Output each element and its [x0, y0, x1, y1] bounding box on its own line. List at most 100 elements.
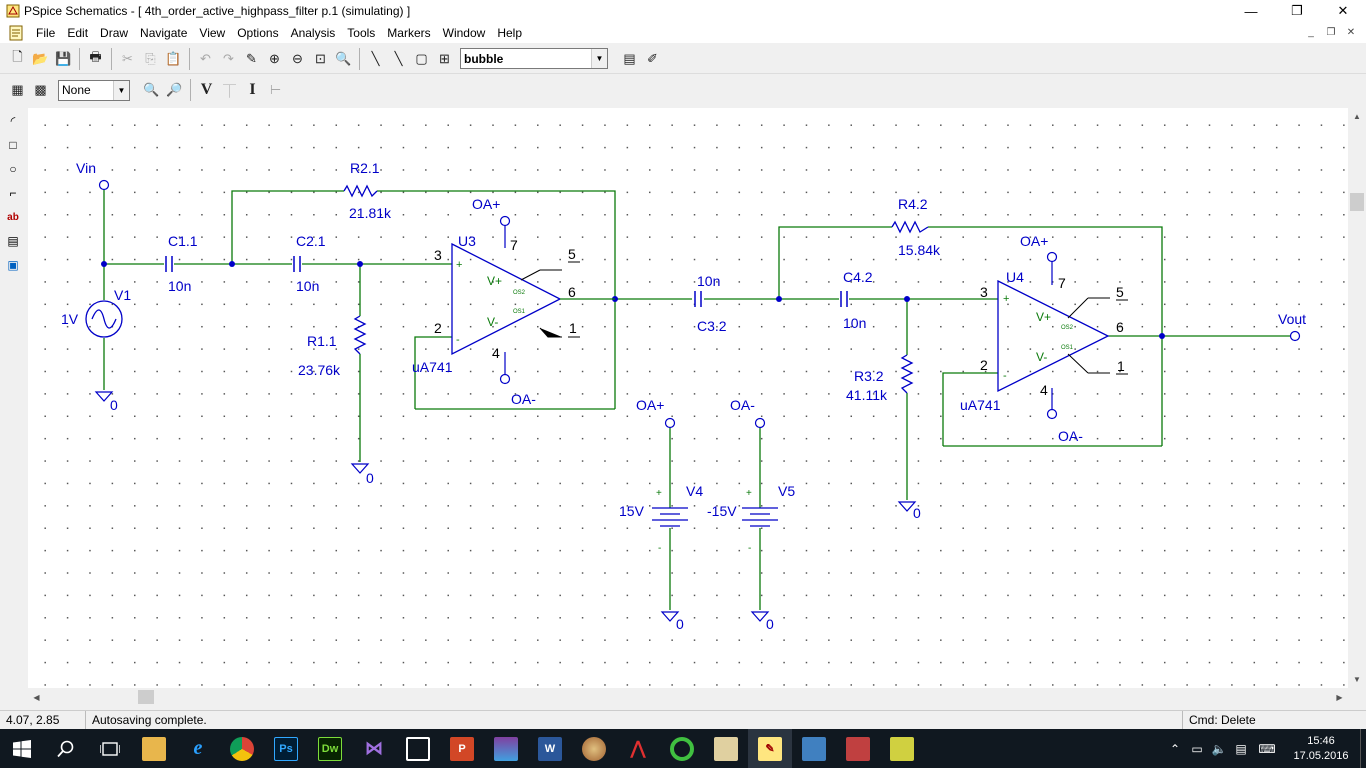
- zoom-area-icon[interactable]: ⊡: [315, 50, 326, 66]
- redraw-icon[interactable]: ✎: [246, 50, 257, 66]
- probe-setup-icon[interactable]: 🔎: [166, 82, 183, 97]
- circle-tool-icon[interactable]: ○: [9, 162, 17, 176]
- schematic-drawing[interactable]: Vin V1 1V 0 C1.1 10n C2.1 10n R2.1 21.81…: [28, 108, 1348, 688]
- pspice-schematics-icon[interactable]: ✎: [748, 729, 792, 768]
- menu-navigate[interactable]: Navigate: [140, 25, 188, 40]
- stimulus-editor-icon[interactable]: [836, 729, 880, 768]
- chevron-up-icon[interactable]: ⌃: [1169, 741, 1181, 756]
- menu-tools[interactable]: Tools: [347, 25, 376, 40]
- probe-icon[interactable]: 🔍: [143, 82, 160, 97]
- dreamweaver-icon[interactable]: Dw: [308, 729, 352, 768]
- close-button[interactable]: ✕: [1337, 3, 1349, 18]
- draw-bus-icon[interactable]: ╲: [394, 50, 403, 66]
- voltage-marker-button[interactable]: V: [200, 81, 213, 98]
- store-icon[interactable]: [396, 729, 440, 768]
- scroll-left-icon[interactable]: ◀: [33, 692, 40, 702]
- get-part-icon[interactable]: ⊞: [439, 50, 450, 66]
- network-icon[interactable]: ▭: [1191, 741, 1203, 756]
- horizontal-scrollbar[interactable]: ◀ ▶: [28, 688, 1348, 706]
- new-file-icon[interactable]: 🗋: [12, 48, 23, 64]
- paste-icon[interactable]: 📋: [165, 50, 182, 66]
- draw-wire-icon[interactable]: ╲: [371, 50, 380, 66]
- simulate-icon[interactable]: ▩: [34, 82, 47, 97]
- powerpoint-icon[interactable]: P: [440, 729, 484, 768]
- edit-symbol-icon[interactable]: ✐: [647, 50, 658, 66]
- port-bubbles[interactable]: [98, 179, 1301, 429]
- mdi-minimize-icon[interactable]: _: [1308, 27, 1314, 38]
- dc-source-symbols[interactable]: [652, 507, 778, 527]
- open-folder-icon[interactable]: 📂: [32, 50, 49, 66]
- undo-icon[interactable]: ↶: [200, 50, 211, 66]
- file-explorer-icon[interactable]: [132, 729, 176, 768]
- scroll-down-icon[interactable]: ▼: [1353, 675, 1361, 684]
- search-icon[interactable]: [44, 729, 88, 768]
- mdi-restore-icon[interactable]: ❐: [1326, 27, 1336, 38]
- current-marker-button[interactable]: I: [249, 81, 256, 98]
- opamp-u3[interactable]: [451, 242, 615, 356]
- text-tool-icon[interactable]: ab: [7, 211, 19, 223]
- maximize-button[interactable]: ❐: [1291, 3, 1303, 18]
- internet-explorer-icon[interactable]: e: [193, 737, 203, 759]
- menu-window[interactable]: Window: [442, 25, 486, 40]
- minimize-button[interactable]: —: [1244, 3, 1258, 19]
- word-icon[interactable]: W: [528, 729, 572, 768]
- copy-icon[interactable]: ⎘: [145, 50, 156, 66]
- start-button[interactable]: [0, 729, 44, 768]
- photoshop-icon[interactable]: Ps: [264, 729, 308, 768]
- visual-studio-icon[interactable]: ⋈: [365, 738, 383, 758]
- polyline-tool-icon[interactable]: ⌐: [9, 186, 17, 200]
- pdf-reader-icon[interactable]: ⋀: [630, 738, 646, 758]
- menu-view[interactable]: View: [199, 25, 226, 40]
- show-desktop-button[interactable]: [1360, 729, 1366, 768]
- menu-file[interactable]: File: [36, 25, 56, 40]
- part-name-combo[interactable]: bubble ▼: [460, 48, 608, 69]
- setup-icon[interactable]: ▦: [11, 82, 24, 97]
- chevron-down-icon[interactable]: ▼: [113, 80, 129, 100]
- print-icon[interactable]: 🖶: [89, 48, 102, 64]
- task-view-icon[interactable]: [88, 729, 132, 768]
- insert-picture-icon[interactable]: ▣: [7, 258, 19, 272]
- document-icon[interactable]: [8, 25, 24, 41]
- scroll-thumb[interactable]: [1350, 193, 1364, 211]
- notification-icon[interactable]: ▤: [1235, 741, 1247, 756]
- redo-icon[interactable]: ↷: [223, 50, 234, 66]
- zoom-in-icon[interactable]: ⊕: [269, 50, 280, 66]
- zoom-out-icon[interactable]: ⊖: [292, 50, 303, 66]
- net-combo[interactable]: None ▼: [58, 79, 130, 101]
- pspice-ad-icon[interactable]: [792, 729, 836, 768]
- menu-draw[interactable]: Draw: [100, 25, 129, 40]
- edit-attributes-icon[interactable]: ▤: [623, 50, 636, 66]
- volume-icon[interactable]: 🔈: [1211, 741, 1227, 756]
- chevron-down-icon[interactable]: ▼: [591, 49, 607, 68]
- current-into-pin-icon[interactable]: ⊢: [269, 82, 282, 97]
- save-icon[interactable]: 💾: [55, 50, 72, 66]
- voltage-diff-marker-icon[interactable]: ⏉: [222, 83, 236, 99]
- menu-help[interactable]: Help: [497, 25, 522, 40]
- chrome-icon[interactable]: [220, 729, 264, 768]
- schematic-canvas[interactable]: Vin V1 1V 0 C1.1 10n C2.1 10n R2.1 21.81…: [28, 108, 1348, 688]
- keyboard-icon[interactable]: ⌨: [1258, 741, 1276, 756]
- box-tool-icon[interactable]: □: [9, 138, 17, 152]
- resistor-symbols[interactable]: [343, 184, 929, 394]
- scroll-thumb[interactable]: [138, 690, 154, 704]
- pspice-optimizer-icon[interactable]: [880, 729, 924, 768]
- sync-app-icon[interactable]: [660, 729, 704, 768]
- vertical-scrollbar[interactable]: ▲ ▼: [1348, 108, 1366, 688]
- menu-analysis[interactable]: Analysis: [290, 25, 336, 40]
- v1-sine-source[interactable]: [85, 300, 123, 338]
- draw-block-icon[interactable]: ▢: [415, 50, 428, 66]
- paint-icon[interactable]: [572, 729, 616, 768]
- scroll-right-icon[interactable]: ▶: [1336, 692, 1343, 702]
- clock[interactable]: 15:46 17.05.2016: [1282, 734, 1360, 764]
- winrar-icon[interactable]: [484, 729, 528, 768]
- design-manager-icon[interactable]: [704, 729, 748, 768]
- menu-options[interactable]: Options: [237, 25, 279, 40]
- text-box-tool-icon[interactable]: ▤: [7, 234, 19, 248]
- menu-markers[interactable]: Markers: [387, 25, 431, 40]
- capacitor-symbols[interactable]: [165, 256, 848, 307]
- zoom-fit-icon[interactable]: 🔍: [335, 50, 352, 66]
- cut-icon[interactable]: ✂: [122, 50, 133, 66]
- scroll-up-icon[interactable]: ▲: [1353, 112, 1361, 121]
- mdi-close-icon[interactable]: ✕: [1346, 27, 1356, 38]
- opamp-u4[interactable]: [997, 279, 1110, 393]
